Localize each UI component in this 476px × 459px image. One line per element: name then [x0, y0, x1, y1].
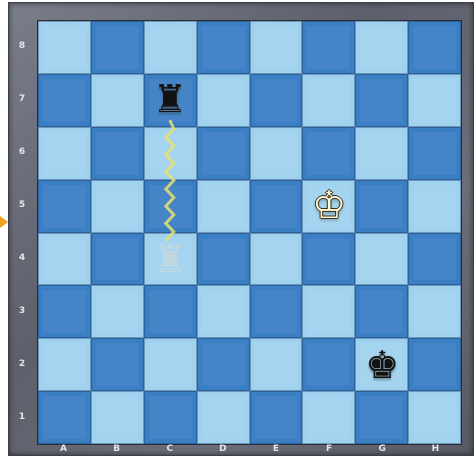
square-e8[interactable] [250, 21, 303, 74]
square-f8[interactable] [302, 21, 355, 74]
square-e4[interactable] [250, 233, 303, 286]
square-g1[interactable] [355, 391, 408, 444]
file-label-c: C [143, 444, 196, 454]
file-label-h: H [409, 444, 462, 454]
square-a5[interactable] [38, 180, 91, 233]
rank-label-3: 3 [13, 306, 31, 316]
square-c1[interactable] [144, 391, 197, 444]
square-h6[interactable] [408, 127, 461, 180]
square-d3[interactable] [197, 285, 250, 338]
square-g3[interactable] [355, 285, 408, 338]
file-label-a: A [37, 444, 90, 454]
square-b4[interactable] [91, 233, 144, 286]
square-e6[interactable] [250, 127, 303, 180]
square-d8[interactable] [197, 21, 250, 74]
square-d2[interactable] [197, 338, 250, 391]
square-c3[interactable] [144, 285, 197, 338]
rank-label-6: 6 [13, 147, 31, 157]
square-a4[interactable] [38, 233, 91, 286]
square-c6[interactable] [144, 127, 197, 180]
square-d7[interactable] [197, 74, 250, 127]
square-a1[interactable] [38, 391, 91, 444]
square-e5[interactable] [250, 180, 303, 233]
file-label-g: G [356, 444, 409, 454]
file-label-f: F [303, 444, 356, 454]
square-h7[interactable] [408, 74, 461, 127]
square-d5[interactable] [197, 180, 250, 233]
square-e7[interactable] [250, 74, 303, 127]
square-c5[interactable] [144, 180, 197, 233]
square-a8[interactable] [38, 21, 91, 74]
square-f1[interactable] [302, 391, 355, 444]
square-a6[interactable] [38, 127, 91, 180]
black-king-piece[interactable]: ♚ [356, 343, 409, 389]
square-h8[interactable] [408, 21, 461, 74]
square-c2[interactable] [144, 338, 197, 391]
side-to-move-arrow-icon [0, 216, 8, 228]
square-b6[interactable] [91, 127, 144, 180]
rank-label-5: 5 [13, 200, 31, 210]
square-f6[interactable] [302, 127, 355, 180]
file-label-b: B [90, 444, 143, 454]
square-c8[interactable] [144, 21, 197, 74]
square-h4[interactable] [408, 233, 461, 286]
square-b8[interactable] [91, 21, 144, 74]
rank-label-2: 2 [13, 359, 31, 369]
square-e1[interactable] [250, 391, 303, 444]
square-b7[interactable] [91, 74, 144, 127]
rank-label-7: 7 [13, 94, 31, 104]
black-rook-piece[interactable]: ♜ [143, 77, 196, 123]
square-b2[interactable] [91, 338, 144, 391]
rank-label-1: 1 [13, 412, 31, 422]
square-d6[interactable] [197, 127, 250, 180]
square-h5[interactable] [408, 180, 461, 233]
rank-label-4: 4 [13, 253, 31, 263]
square-b3[interactable] [91, 285, 144, 338]
square-f7[interactable] [302, 74, 355, 127]
square-a7[interactable] [38, 74, 91, 127]
rank-label-8: 8 [13, 41, 31, 51]
square-b5[interactable] [91, 180, 144, 233]
square-f3[interactable] [302, 285, 355, 338]
file-label-d: D [196, 444, 249, 454]
square-d4[interactable] [197, 233, 250, 286]
square-f4[interactable] [302, 233, 355, 286]
square-g6[interactable] [355, 127, 408, 180]
square-h1[interactable] [408, 391, 461, 444]
square-g4[interactable] [355, 233, 408, 286]
square-b1[interactable] [91, 391, 144, 444]
square-d1[interactable] [197, 391, 250, 444]
square-g8[interactable] [355, 21, 408, 74]
square-g7[interactable] [355, 74, 408, 127]
square-e3[interactable] [250, 285, 303, 338]
square-a3[interactable] [38, 285, 91, 338]
file-label-e: E [250, 444, 303, 454]
square-f2[interactable] [302, 338, 355, 391]
square-g5[interactable] [355, 180, 408, 233]
square-e2[interactable] [250, 338, 303, 391]
square-h2[interactable] [408, 338, 461, 391]
square-a2[interactable] [38, 338, 91, 391]
white-king-piece[interactable]: ♔ [303, 183, 356, 229]
ghost-rook-target: ♜ [143, 237, 196, 283]
square-h3[interactable] [408, 285, 461, 338]
